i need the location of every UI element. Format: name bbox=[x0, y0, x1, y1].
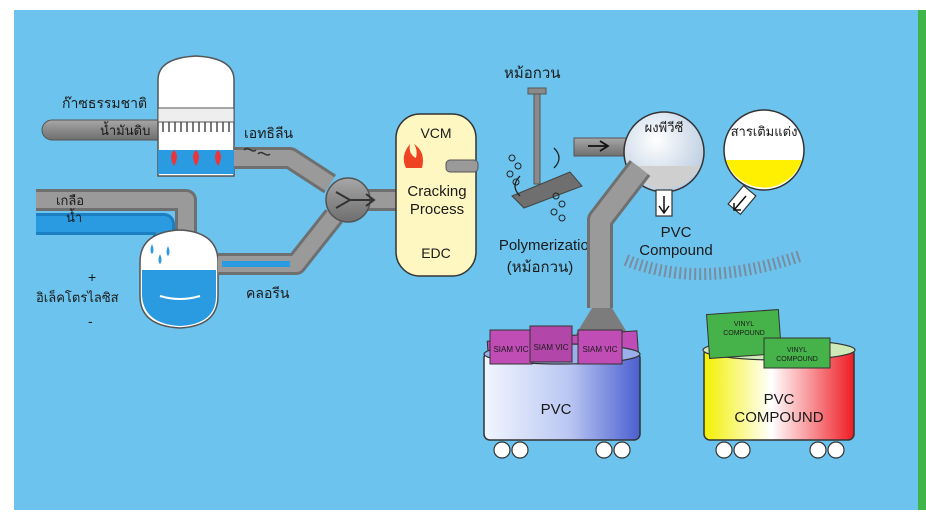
reactor-paren-label: (หม้อกวน) bbox=[507, 259, 574, 276]
vinyl-bag2-line2: COMPOUND bbox=[776, 356, 818, 363]
edc-label: EDC bbox=[421, 245, 451, 261]
siam-vic-bag-3 bbox=[577, 329, 623, 365]
right-edge-strip bbox=[918, 10, 926, 510]
pvc-cart bbox=[483, 325, 641, 459]
arrow-down-icon bbox=[658, 196, 670, 215]
vcm-label: VCM bbox=[420, 125, 451, 141]
cracker-vessel bbox=[157, 55, 235, 177]
vinyl-bag1-line2: COMPOUND bbox=[723, 330, 765, 337]
pvc-cart-label: PVC bbox=[541, 401, 572, 418]
siam-vic-bag-2 bbox=[529, 325, 573, 363]
vinyl-bag2-line1: VINYL bbox=[787, 347, 807, 354]
powder-pile bbox=[576, 308, 628, 334]
arrow-right-icon bbox=[588, 140, 610, 152]
process-label: Process bbox=[410, 201, 464, 218]
bag1-label: SIAM VIC bbox=[493, 345, 528, 354]
pvc-compound-cart-label1: PVC bbox=[764, 391, 795, 408]
ethylene-label: เอทธิลีน bbox=[244, 125, 294, 141]
stirrer-handle bbox=[527, 87, 547, 95]
stirrer-shaft bbox=[533, 91, 541, 185]
pvc-compound-label: PVC bbox=[661, 224, 692, 241]
additives-flask bbox=[723, 109, 805, 216]
stirrer-blade bbox=[511, 171, 583, 209]
bag2-label: SIAM VIC bbox=[533, 343, 568, 352]
arrow-down-left-icon bbox=[733, 195, 747, 211]
plus-label: + bbox=[88, 269, 96, 285]
polymerization-label: Polymerization bbox=[499, 237, 597, 254]
reactor-top-label: หม้อกวน bbox=[504, 65, 561, 82]
pvc-compound-cart-label2: COMPOUND bbox=[734, 409, 823, 426]
flame-icon bbox=[403, 144, 423, 168]
electrolysis-tank bbox=[139, 229, 219, 329]
molecule-chain-icon bbox=[506, 154, 566, 222]
chlorine-label: คลอรีน bbox=[246, 285, 290, 301]
natural-gas-label: ก๊าซธรรมชาติ bbox=[62, 95, 147, 111]
pvc-powder-label: ผงพีวีซี bbox=[645, 120, 684, 135]
salt-label: เกลือ bbox=[56, 193, 84, 208]
vinyl-compound-bag-1 bbox=[706, 309, 782, 359]
additives-label: สารเติมแต่ง bbox=[731, 124, 798, 139]
water-label: น้ำ bbox=[66, 208, 82, 225]
cracking-label: Cracking bbox=[407, 183, 466, 200]
stir-arrow-icon bbox=[514, 147, 560, 197]
electrolysis-label: อิเล็คโตรไลซิส bbox=[36, 288, 119, 305]
vinyl-bag1-line1: VINYL bbox=[734, 321, 754, 328]
arrow-right-icon bbox=[335, 191, 376, 209]
cracking-process-tank bbox=[395, 113, 479, 277]
crude-oil-label: น้ำมันดิบ bbox=[100, 121, 150, 138]
bag3-label: SIAM VIC bbox=[582, 345, 617, 354]
molecule-icon bbox=[243, 147, 271, 156]
minus-label: - bbox=[88, 313, 93, 329]
compound-label: Compound bbox=[639, 242, 712, 259]
pvc-compound-cart bbox=[702, 309, 856, 459]
vinyl-compound-bag-2 bbox=[763, 337, 831, 369]
